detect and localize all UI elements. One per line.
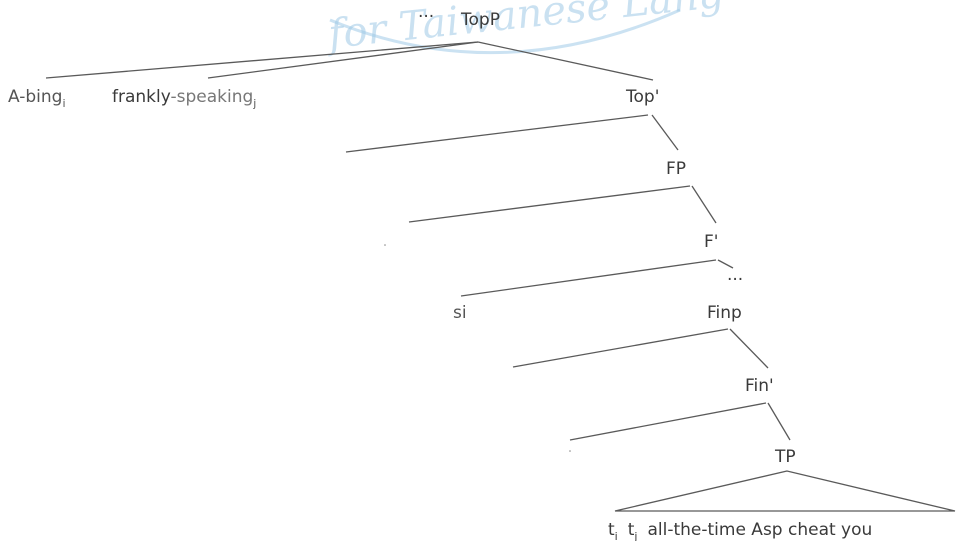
trace-t-j: t bbox=[628, 520, 635, 540]
yield-rest: all-the-time Asp cheat you bbox=[647, 520, 872, 540]
node-topp: TopP bbox=[460, 10, 500, 30]
node-finp: Finp bbox=[707, 303, 742, 323]
tree-nodes: ... TopP A-bingi frankly-speakingj Top' … bbox=[8, 2, 872, 541]
dot-mark bbox=[384, 244, 386, 246]
edge-topp-spec1 bbox=[45, 41, 479, 79]
dot-mark bbox=[569, 450, 571, 452]
edge-topp-topbar bbox=[477, 41, 654, 81]
edge-topbar-fp bbox=[651, 114, 679, 151]
spec-a-bing: A-bingi bbox=[8, 87, 66, 110]
node-si: si bbox=[453, 303, 467, 323]
edge-topp-spec2 bbox=[207, 41, 479, 79]
edge-topbar-spec bbox=[345, 114, 649, 153]
edge-fp-spec bbox=[408, 185, 691, 223]
edge-finp-spec bbox=[512, 328, 729, 368]
edge-finbar-spec bbox=[569, 402, 767, 441]
tp-triangle bbox=[614, 470, 956, 512]
node-top-bar: Top' bbox=[625, 87, 659, 107]
edge-finbar-tp bbox=[767, 402, 791, 441]
node-top-ellipsis: ... bbox=[418, 2, 434, 22]
edge-fp-fbar bbox=[691, 185, 717, 224]
node-fin-bar: Fin' bbox=[745, 376, 774, 396]
spec-frankly-word: frankly bbox=[112, 87, 171, 107]
node-mid-ellipsis: ... bbox=[727, 265, 743, 285]
spec-frankly-speaking: frankly-speakingj bbox=[112, 87, 256, 110]
node-fp: FP bbox=[666, 159, 686, 179]
edge-finp-finbar bbox=[729, 328, 769, 369]
spec-a-bing-word: A-bing bbox=[8, 87, 62, 107]
edge-fbar-ellipsis bbox=[717, 259, 734, 269]
node-f-bar: F' bbox=[704, 232, 718, 252]
spec-a-bing-index: i bbox=[62, 97, 65, 110]
trace-t-i: t bbox=[608, 520, 615, 540]
trace-t-j-index: j bbox=[633, 530, 637, 541]
tree-edges bbox=[45, 41, 956, 512]
spec-speaking-word: -speaking bbox=[171, 87, 254, 107]
trace-t-i-index: i bbox=[615, 530, 618, 541]
edge-fbar-spec bbox=[460, 259, 717, 297]
node-tp: TP bbox=[774, 447, 796, 467]
spec-frankly-index: j bbox=[252, 97, 256, 110]
